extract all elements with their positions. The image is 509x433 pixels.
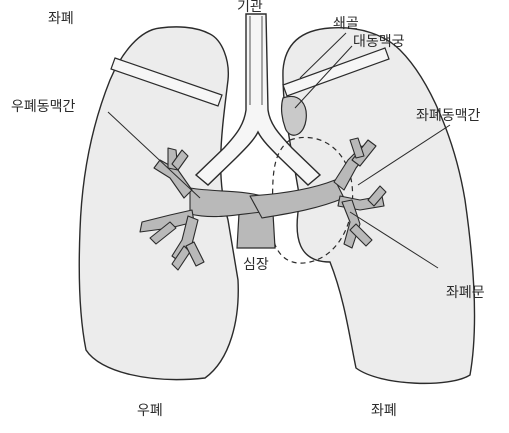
label-right-pulmonary-artery: 우폐동맥간 (11, 100, 75, 114)
label-left-hilum: 좌폐문 (446, 286, 485, 300)
label-aortic-arch: 대동맥궁 (353, 35, 405, 49)
aortic-arch-shape (282, 97, 307, 136)
label-left-lung-top: 좌폐 (48, 12, 74, 26)
label-clavicle: 쇄골 (333, 17, 359, 31)
label-trachea: 기관 (237, 0, 263, 14)
label-left-pulmonary-artery: 좌폐동맥간 (416, 109, 480, 123)
label-right-lung: 우폐 (137, 404, 163, 418)
label-left-lung-bottom: 좌폐 (371, 404, 397, 418)
label-heart: 심장 (243, 258, 269, 272)
